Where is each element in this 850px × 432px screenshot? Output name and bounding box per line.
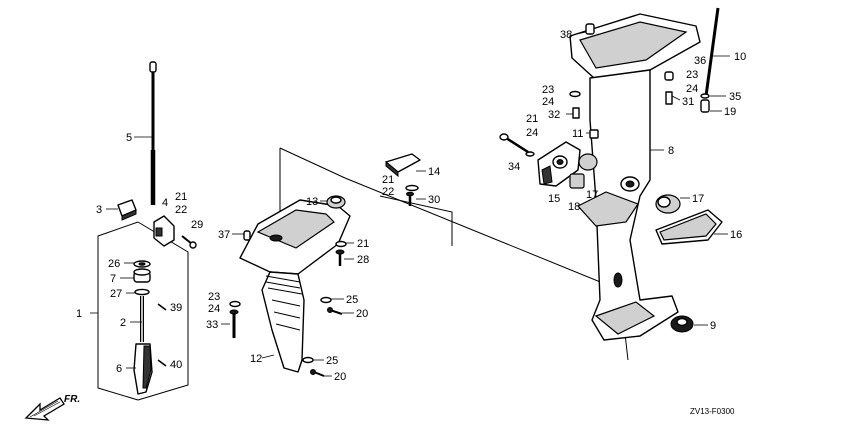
bolt-32	[572, 107, 580, 119]
callout-28: 28	[357, 254, 369, 266]
drawing-code: ZV13-F0300	[690, 407, 735, 416]
callout-31: 31	[682, 96, 694, 108]
washer-21-center	[335, 240, 347, 248]
callout-22-left: 22	[175, 204, 187, 216]
joint-19	[700, 99, 710, 113]
callout-39: 39	[170, 302, 182, 314]
callout-12: 12	[250, 353, 262, 365]
callout-21-bracket: 21	[382, 174, 394, 186]
callout-13: 13	[306, 196, 318, 208]
callout-23-center: 23	[208, 291, 220, 303]
callout-23-right: 23	[686, 69, 698, 81]
extension-case-8	[569, 13, 701, 341]
bracket-4	[153, 215, 175, 247]
block-18	[569, 173, 585, 189]
callout-38: 38	[560, 29, 572, 41]
front-direction-label: FR.	[64, 394, 80, 405]
water-tube-guide-12	[239, 147, 629, 373]
collar-11	[589, 129, 599, 139]
callout-15: 15	[548, 193, 560, 205]
rubber-17-left	[578, 153, 598, 171]
callout-17-right: 17	[692, 193, 704, 205]
callout-17-left: 17	[586, 189, 598, 201]
washer-25-lower	[302, 356, 314, 364]
callout-24-right: 24	[526, 127, 538, 139]
callout-18: 18	[568, 201, 580, 213]
callout-26: 26	[108, 258, 120, 270]
bracket-14-group	[385, 153, 421, 206]
grommet-36	[664, 71, 674, 81]
shift-rod-assembly	[97, 61, 197, 401]
callout-27: 27	[110, 288, 122, 300]
shift-rod-upper	[149, 61, 157, 73]
callout-4: 4	[162, 197, 168, 209]
callout-30: 30	[428, 194, 440, 206]
washer-27	[134, 288, 150, 296]
callout-24-far-right: 24	[686, 83, 698, 95]
callout-25-lower: 25	[326, 355, 338, 367]
bracket-15-group	[537, 141, 598, 189]
screw-20-upper	[327, 307, 343, 315]
callout-21-center: 21	[357, 238, 369, 250]
pin-39	[157, 303, 167, 311]
callout-21-right: 21	[526, 113, 538, 125]
callout-9: 9	[710, 320, 716, 332]
callout-36: 36	[694, 55, 706, 67]
callout-21-left: 21	[175, 191, 187, 203]
callout-25-upper: 25	[346, 294, 358, 306]
callout-20-upper: 20	[356, 308, 368, 320]
callout-6: 6	[116, 363, 122, 375]
callout-1: 1	[76, 308, 82, 320]
pin-40	[157, 359, 167, 367]
callout-33: 33	[206, 319, 218, 331]
seal-9	[670, 315, 694, 333]
callout-3: 3	[96, 204, 102, 216]
callout-20-lower: 20	[334, 371, 346, 383]
bolt-28	[335, 249, 345, 266]
callout-40: 40	[170, 359, 182, 371]
washer-23-top	[569, 90, 581, 98]
callout-34: 34	[508, 161, 520, 173]
callout-8: 8	[668, 145, 674, 157]
clip-3	[117, 199, 137, 221]
collar-37	[243, 230, 251, 241]
callout-23-top: 23	[542, 84, 554, 96]
bolt-31	[665, 91, 673, 105]
callout-29: 29	[191, 219, 203, 231]
front-arrow-icon	[24, 397, 65, 421]
shift-cam-6	[133, 343, 153, 395]
washer-25-upper	[320, 296, 332, 304]
collar-7	[133, 268, 151, 283]
callout-11: 11	[572, 128, 583, 140]
callout-2: 2	[120, 317, 126, 329]
washer-23-center	[229, 300, 241, 308]
callout-14: 14	[428, 166, 440, 178]
cap-38	[585, 23, 595, 35]
screw-20-lower	[310, 369, 325, 377]
grommet-13	[326, 195, 346, 209]
front-direction-indicator: FR.	[24, 394, 80, 421]
callout-5: 5	[126, 132, 132, 144]
callout-10: 10	[734, 51, 746, 63]
bolt-34	[499, 133, 535, 157]
leader-lines	[90, 31, 730, 377]
callout-35: 35	[729, 91, 741, 103]
callout-24-center: 24	[208, 303, 220, 315]
callout-22-bracket: 22	[382, 186, 394, 198]
callout-37: 37	[218, 229, 230, 241]
shift-rod-10	[700, 7, 720, 113]
callout-32: 32	[548, 109, 560, 121]
bolt-29	[181, 235, 197, 249]
callout-24-top: 24	[542, 96, 554, 108]
mount-16	[655, 209, 723, 245]
callout-19: 19	[724, 106, 736, 118]
callout-16: 16	[730, 229, 742, 241]
callout-7: 7	[110, 273, 116, 285]
callouts: 1 2 3 4 5 6 7 21 22 29 26 27 39 40 37 13…	[76, 29, 746, 383]
bolt-33	[229, 309, 239, 338]
group-1-bracket-outline	[97, 221, 139, 401]
rubber-17-right	[655, 194, 681, 214]
